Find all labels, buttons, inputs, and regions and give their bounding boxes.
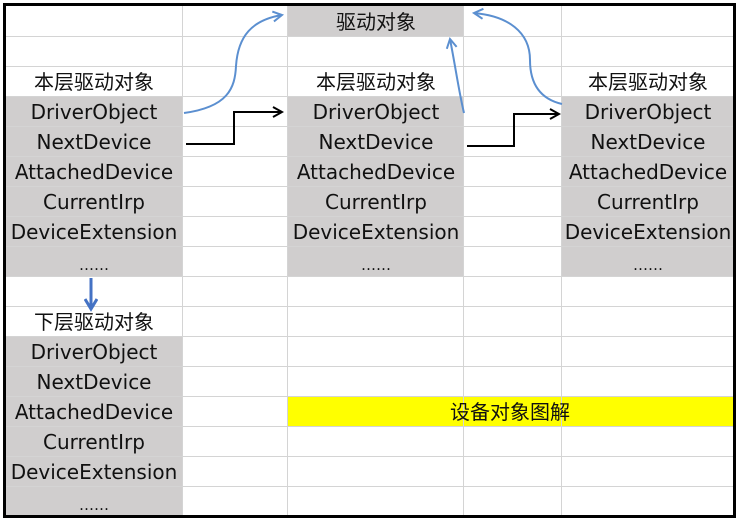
object-title: 本层驱动对象 xyxy=(316,70,436,94)
field-deviceextension: DeviceExtension xyxy=(11,220,178,244)
field-ellipsis: …… xyxy=(79,496,109,514)
field-nextdevice: NextDevice xyxy=(37,370,152,394)
spreadsheet-grid xyxy=(5,5,734,516)
field-driverobject: DriverObject xyxy=(585,100,712,124)
next-device-arrow-left xyxy=(186,112,282,145)
stack-object-left: 本层驱动对象 DriverObject NextDevice AttachedD… xyxy=(11,70,178,274)
caption-cell xyxy=(288,396,733,426)
field-attacheddevice: AttachedDevice xyxy=(297,160,455,184)
field-currentirp: CurrentIrp xyxy=(43,190,145,214)
object-title: 下层驱动对象 xyxy=(34,310,154,334)
lower-object: 下层驱动对象 DriverObject NextDevice AttachedD… xyxy=(11,310,178,514)
diagram-caption: 设备对象图解 xyxy=(450,400,570,424)
field-nextdevice: NextDevice xyxy=(37,130,152,154)
stack-object-middle: 本层驱动对象 DriverObject NextDevice AttachedD… xyxy=(293,70,460,274)
field-driverobject: DriverObject xyxy=(31,100,158,124)
field-currentirp: CurrentIrp xyxy=(597,190,699,214)
field-nextdevice: NextDevice xyxy=(319,130,434,154)
field-driverobject: DriverObject xyxy=(31,340,158,364)
field-driverobject: DriverObject xyxy=(313,100,440,124)
driverobject-curve-right xyxy=(474,13,563,105)
driverobject-curve-middle xyxy=(450,39,465,114)
top-object-cell xyxy=(288,6,463,36)
next-device-arrow-middle xyxy=(467,114,559,147)
field-ellipsis: …… xyxy=(361,256,391,274)
field-currentirp: CurrentIrp xyxy=(325,190,427,214)
top-object-label: 驱动对象 xyxy=(336,10,416,34)
object-title: 本层驱动对象 xyxy=(34,70,154,94)
field-ellipsis: …… xyxy=(633,256,663,274)
field-ellipsis: …… xyxy=(79,256,109,274)
field-currentirp: CurrentIrp xyxy=(43,430,145,454)
field-deviceextension: DeviceExtension xyxy=(11,460,178,484)
field-nextdevice: NextDevice xyxy=(591,130,706,154)
driverobject-curve-left xyxy=(183,15,282,114)
field-attacheddevice: AttachedDevice xyxy=(15,160,173,184)
object-title: 本层驱动对象 xyxy=(588,70,708,94)
outer-border xyxy=(3,3,736,518)
field-attacheddevice: AttachedDevice xyxy=(15,400,173,424)
field-deviceextension: DeviceExtension xyxy=(565,220,732,244)
field-attacheddevice: AttachedDevice xyxy=(569,160,727,184)
field-deviceextension: DeviceExtension xyxy=(293,220,460,244)
stack-object-right: 本层驱动对象 DriverObject NextDevice AttachedD… xyxy=(565,70,732,274)
